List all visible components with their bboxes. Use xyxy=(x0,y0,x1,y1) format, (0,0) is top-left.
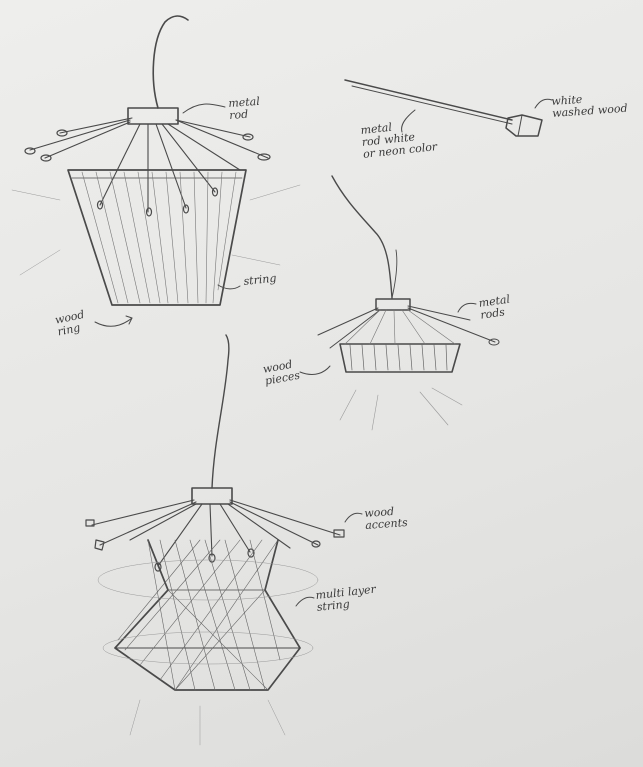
lamp-sketch-2 xyxy=(300,176,499,430)
lamp-sketch-3 xyxy=(86,335,362,745)
annotation-metal-rod: metal rod xyxy=(228,96,261,122)
annotation-metal-rods: metal rods xyxy=(478,294,512,322)
annotation-wood-accents: wood accents xyxy=(364,505,408,532)
